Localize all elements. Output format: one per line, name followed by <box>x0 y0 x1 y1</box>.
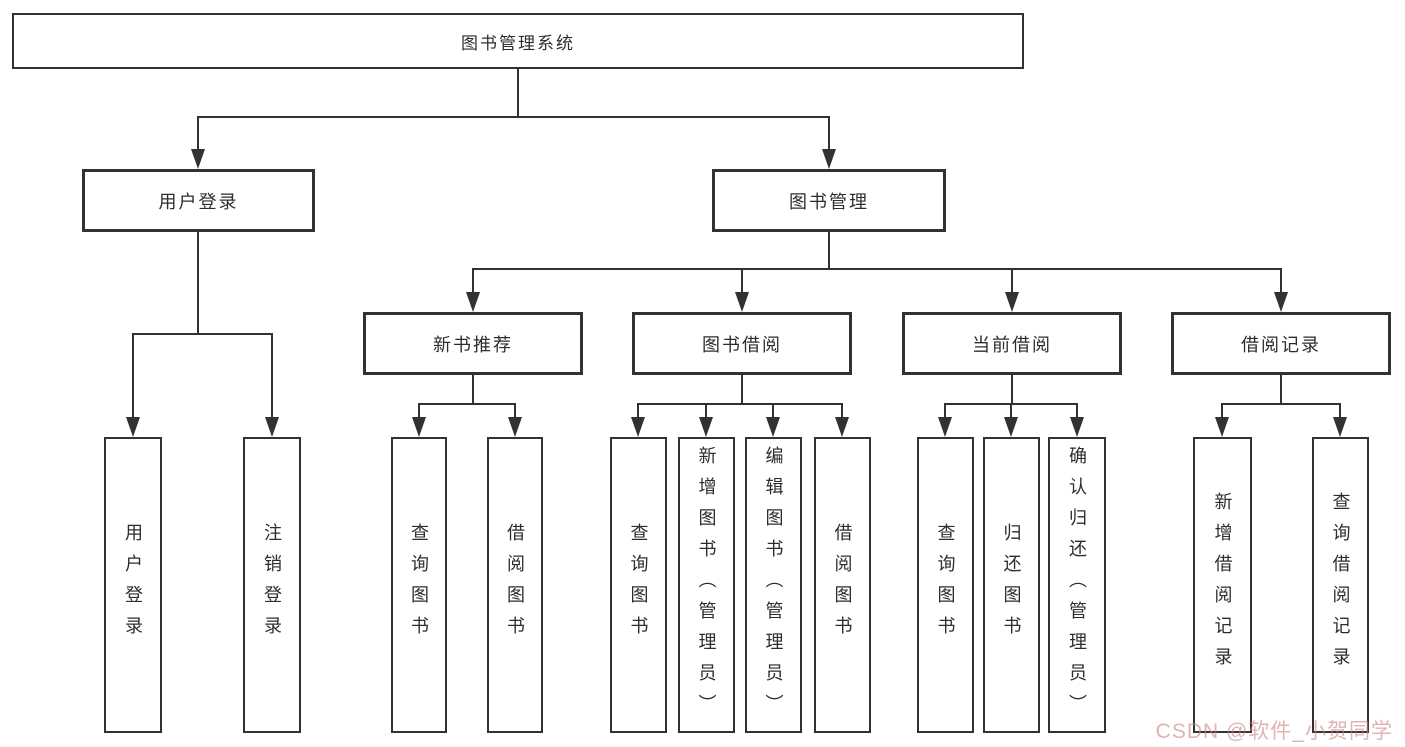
node-label: 查询图书 <box>935 523 956 647</box>
connector-line <box>418 403 516 405</box>
arrow-down-icon <box>1005 292 1019 312</box>
connector-line <box>828 117 830 153</box>
arrow-down-icon <box>822 149 836 169</box>
node-label: 借阅图书 <box>832 523 853 647</box>
connector-line <box>637 403 843 405</box>
node-leaf-borrow-book: 借阅图书 <box>814 437 871 733</box>
node-leaf-edit-book-admin: 编辑图书（管理员） <box>745 437 802 733</box>
connector-line <box>1010 404 1012 421</box>
connector-line <box>741 269 743 296</box>
node-root: 图书管理系统 <box>12 13 1024 69</box>
node-leaf-add-borrow-record: 新增借阅记录 <box>1193 437 1252 733</box>
connector-line <box>1011 269 1013 296</box>
arrow-down-icon <box>1215 417 1229 437</box>
connector-line <box>1339 404 1341 421</box>
node-label: 当前借阅 <box>972 334 1052 355</box>
node-leaf-query-book-borrow: 查询图书 <box>610 437 667 733</box>
connector-line <box>271 334 273 421</box>
connector-line <box>1011 375 1013 405</box>
connector-line <box>517 69 519 118</box>
arrow-down-icon <box>1333 417 1347 437</box>
arrow-down-icon <box>699 417 713 437</box>
arrow-down-icon <box>466 292 480 312</box>
node-label: 借阅记录 <box>1241 334 1321 355</box>
connector-line <box>637 404 639 421</box>
node-label: 图书借阅 <box>702 334 782 355</box>
arrow-down-icon <box>938 417 952 437</box>
node-leaf-return-book: 归还图书 <box>983 437 1040 733</box>
arrow-down-icon <box>631 417 645 437</box>
arrow-down-icon <box>766 417 780 437</box>
node-leaf-add-book-admin: 新增图书（管理员） <box>678 437 735 733</box>
arrow-down-icon <box>508 417 522 437</box>
connector-line <box>1280 375 1282 405</box>
node-label: 用户登录 <box>158 191 239 212</box>
connector-line <box>418 404 420 421</box>
node-label: 新增图书（管理员） <box>696 445 717 725</box>
arrow-down-icon <box>1070 417 1084 437</box>
node-leaf-query-borrow-record: 查询借阅记录 <box>1312 437 1369 733</box>
node-label: 图书管理 <box>789 191 869 212</box>
watermark: CSDN @软件_小贺同学 <box>1155 720 1393 743</box>
connector-line <box>197 117 199 153</box>
node-label: 归还图书 <box>1001 523 1022 647</box>
node-book-management: 图书管理 <box>712 169 946 232</box>
connector-line <box>197 232 199 335</box>
arrow-down-icon <box>191 149 205 169</box>
node-leaf-query-book-current: 查询图书 <box>917 437 974 733</box>
connector-line <box>705 404 707 421</box>
connector-line <box>741 375 743 405</box>
connector-line <box>1076 404 1078 421</box>
node-label: 用户登录 <box>123 523 143 647</box>
arrow-down-icon <box>412 417 426 437</box>
arrow-down-icon <box>1004 417 1018 437</box>
node-book-borrow: 图书借阅 <box>632 312 852 375</box>
connector-line <box>132 333 273 335</box>
node-leaf-user-login: 用户登录 <box>104 437 162 733</box>
node-user-login: 用户登录 <box>82 169 315 232</box>
connector-line <box>1221 403 1341 405</box>
node-leaf-logout: 注销登录 <box>243 437 301 733</box>
node-current-borrow: 当前借阅 <box>902 312 1122 375</box>
node-label: 编辑图书（管理员） <box>763 445 784 725</box>
connector-line <box>472 375 474 405</box>
connector-line <box>772 404 774 421</box>
arrow-down-icon <box>735 292 749 312</box>
node-label: 查询图书 <box>628 523 649 647</box>
arrow-down-icon <box>126 417 140 437</box>
connector-line <box>132 334 134 421</box>
node-label: 注销登录 <box>262 523 282 647</box>
connector-line <box>514 404 516 421</box>
node-label: 查询借阅记录 <box>1330 492 1351 678</box>
connector-line <box>828 232 830 270</box>
node-label: 确认归还（管理员） <box>1067 445 1087 725</box>
connector-line <box>197 116 830 118</box>
node-label: 查询图书 <box>409 523 429 647</box>
node-leaf-borrow-book-recommend: 借阅图书 <box>487 437 543 733</box>
connector-line <box>472 269 474 296</box>
node-label: 借阅图书 <box>505 523 525 647</box>
arrow-down-icon <box>265 417 279 437</box>
node-label: 新增借阅记录 <box>1212 492 1233 678</box>
node-label: 新书推荐 <box>433 334 513 355</box>
node-leaf-query-book-recommend: 查询图书 <box>391 437 447 733</box>
connector-line <box>944 404 946 421</box>
connector-line <box>841 404 843 421</box>
arrow-down-icon <box>835 417 849 437</box>
node-borrow-record: 借阅记录 <box>1171 312 1391 375</box>
connector-line <box>1221 404 1223 421</box>
connector-line <box>472 268 1282 270</box>
node-label: 图书管理系统 <box>461 33 575 53</box>
node-new-book-recommend: 新书推荐 <box>363 312 583 375</box>
arrow-down-icon <box>1274 292 1288 312</box>
node-leaf-confirm-return-admin: 确认归还（管理员） <box>1048 437 1106 733</box>
connector-line <box>1280 269 1282 296</box>
